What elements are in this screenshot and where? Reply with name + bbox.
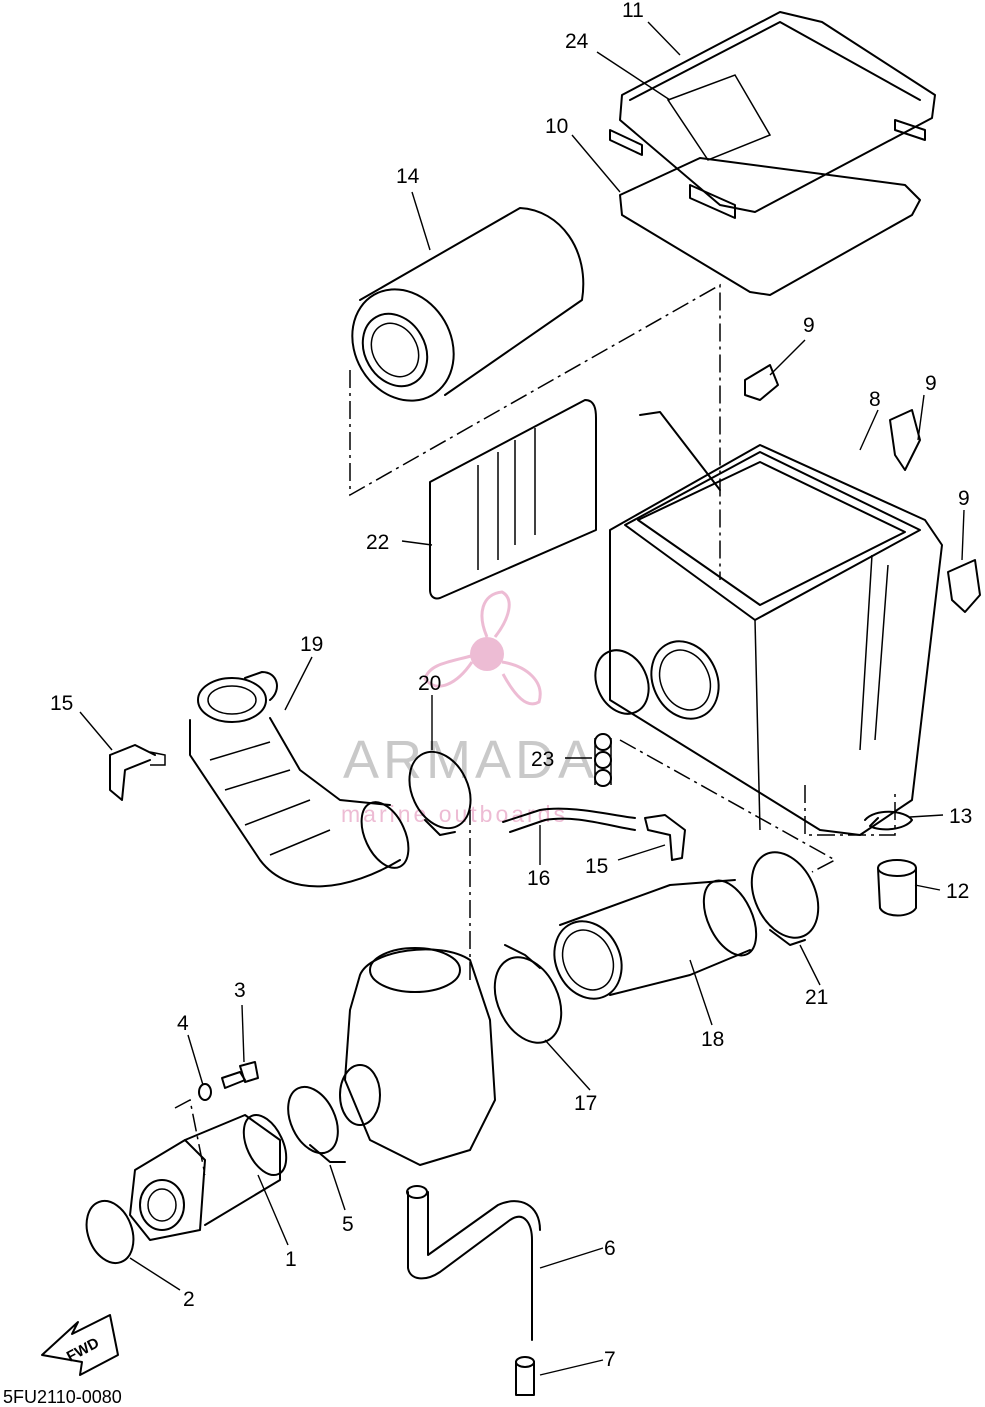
callout-24: 24 (565, 30, 589, 53)
callout-19: 19 (300, 633, 323, 656)
clip-9a (744, 364, 779, 401)
callout-labels: 11 24 10 14 9 9 8 9 22 19 20 15 23 13 15… (50, 0, 972, 1371)
clamp-17 (493, 944, 563, 1044)
callout-11: 11 (622, 0, 644, 22)
intake-manifold-1 (129, 1098, 288, 1241)
callout-22: 22 (366, 531, 389, 554)
fwd-arrow: FWD (41, 1314, 119, 1376)
clip-9b (889, 409, 921, 471)
assembly-line-filter (349, 283, 721, 580)
callout-7: 7 (604, 1348, 616, 1371)
diagram-code: 5FU2110-0080 (3, 1387, 122, 1407)
callout-15b: 15 (585, 855, 608, 878)
clamp-20 (408, 750, 472, 836)
clamp-5 (287, 1085, 346, 1163)
drain-plug-7 (515, 1356, 535, 1396)
fwd-label: FWD (64, 1334, 102, 1365)
airbox-body (609, 411, 943, 836)
filter-plate (429, 399, 597, 600)
callout-14: 14 (396, 165, 420, 188)
callout-6: 6 (604, 1237, 616, 1260)
drain-hose-6 (407, 1191, 533, 1341)
assembly-line-joint (619, 739, 837, 873)
o-ring-2 (85, 1200, 135, 1264)
airbox-cover (609, 11, 936, 219)
callout-8: 8 (869, 388, 881, 411)
air-filter-element (351, 207, 585, 402)
callout-9b: 9 (925, 372, 937, 395)
callout-9c: 9 (958, 487, 970, 510)
washer-4 (198, 1083, 212, 1101)
callout-21: 21 (805, 986, 828, 1009)
hose-clamp-13 (864, 810, 913, 831)
elbow-fitting-15a (109, 744, 166, 801)
propeller-logo (423, 590, 542, 706)
bolt-3 (221, 1061, 259, 1089)
callout-1: 1 (285, 1248, 297, 1271)
drain-plug-12 (877, 859, 917, 917)
watermark-brand: ARMADA (343, 730, 598, 790)
clip-23 (594, 733, 612, 787)
carburetor-joint-18 (553, 879, 758, 1000)
intake-duct-19 (189, 671, 410, 888)
callout-18: 18 (701, 1028, 724, 1051)
carburetor (339, 810, 496, 1166)
clip-9c (947, 559, 981, 613)
callout-3: 3 (234, 979, 246, 1002)
assembly-line-drain (804, 785, 896, 836)
callout-9a: 9 (803, 314, 815, 337)
callout-23: 23 (531, 748, 554, 771)
callout-20: 20 (418, 672, 441, 695)
callout-13: 13 (949, 805, 972, 828)
leader-lines (79, 21, 965, 1376)
cover-gasket (619, 157, 921, 296)
callout-2: 2 (183, 1288, 195, 1311)
callout-10: 10 (545, 115, 568, 138)
callout-16: 16 (527, 867, 550, 890)
elbow-fitting-15b (644, 814, 686, 861)
airbox-outlets (594, 640, 720, 720)
callout-5: 5 (342, 1213, 354, 1236)
breather-hose-16 (502, 807, 636, 823)
callout-4: 4 (177, 1012, 189, 1035)
clamp-21 (750, 851, 820, 946)
callout-15a: 15 (50, 692, 73, 715)
callout-17: 17 (574, 1092, 597, 1115)
callout-12: 12 (946, 880, 969, 903)
